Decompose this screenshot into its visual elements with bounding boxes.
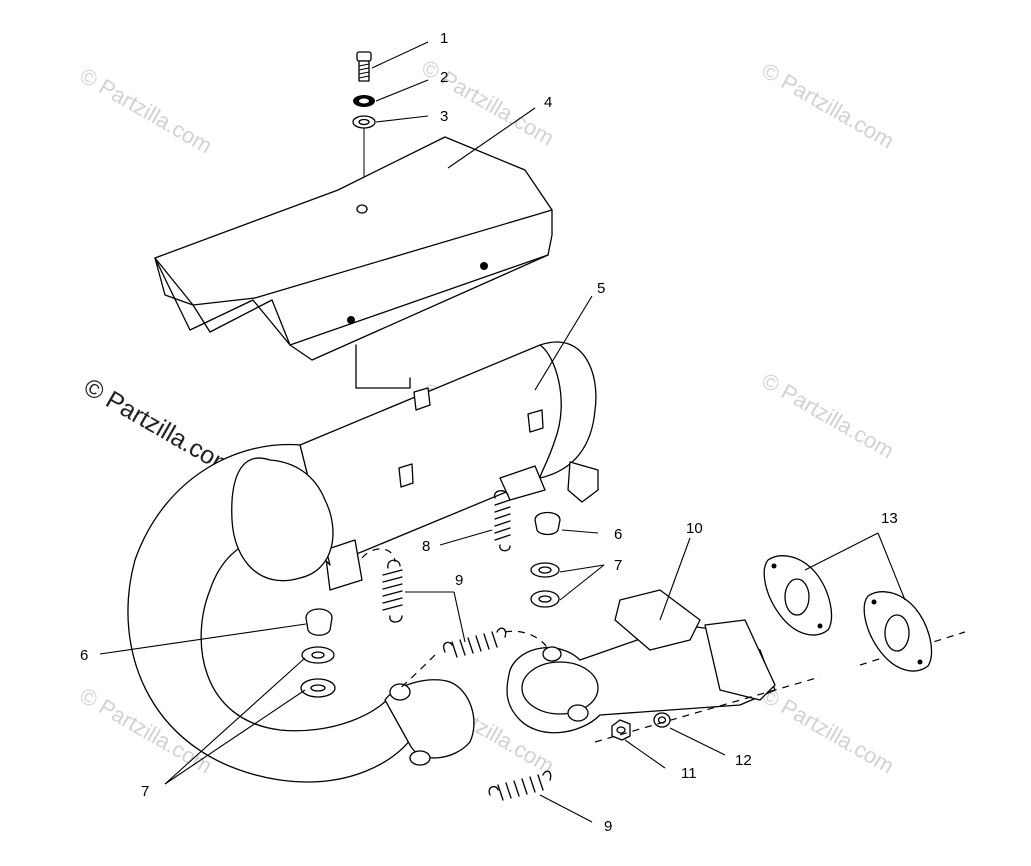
nut-part [611,719,631,741]
grommet-part [305,608,333,636]
callout-label: 12 [735,752,752,769]
spring-part [382,559,403,623]
callout-label: 9 [604,818,612,835]
grommet-part [534,511,561,536]
callout-label: 6 [80,647,88,664]
bolt-part [356,51,372,82]
watermark-text: © Partzilla.com [758,58,899,154]
washer-part [653,712,671,728]
watermark-text: © Partzilla.com [76,63,217,159]
callout-label: 9 [455,572,463,589]
flat-washer-part [352,115,376,129]
watermark-text: © Partzilla.com [418,55,559,151]
callout-label: 4 [544,94,552,111]
callout-label: 1 [440,30,448,47]
callout-label: 8 [422,538,430,555]
spring-hook-line [361,548,396,563]
leader-lines [99,41,906,823]
spring-part [443,627,507,658]
callout-label: 13 [881,510,898,527]
callout-label: 6 [614,526,622,543]
manifold-part [506,589,776,734]
callout-label: 7 [614,557,622,574]
spring-hook-line [504,630,549,651]
heat-shield-part [154,136,553,389]
callout-label: 5 [597,280,605,297]
gasket-part [763,555,833,636]
callout-labels: 1 2 3 4 5 6 7 8 9 10 13 6 7 11 12 9 [80,30,898,835]
lock-washer-part [353,95,375,107]
callout-label: 3 [440,108,448,125]
callout-label: 7 [141,783,149,800]
callout-label: 2 [440,69,448,86]
spring-part [488,770,552,801]
watermark-text: © Partzilla.com [758,683,899,779]
callout-label: 11 [681,765,697,782]
gasket-part [863,591,933,672]
spring-part [493,490,511,552]
muffler-part [299,341,599,591]
washer-part [300,562,560,698]
head-pipe-part [127,443,475,783]
watermark-text: © Partzilla.com [758,368,899,464]
callout-label: 10 [686,520,703,537]
